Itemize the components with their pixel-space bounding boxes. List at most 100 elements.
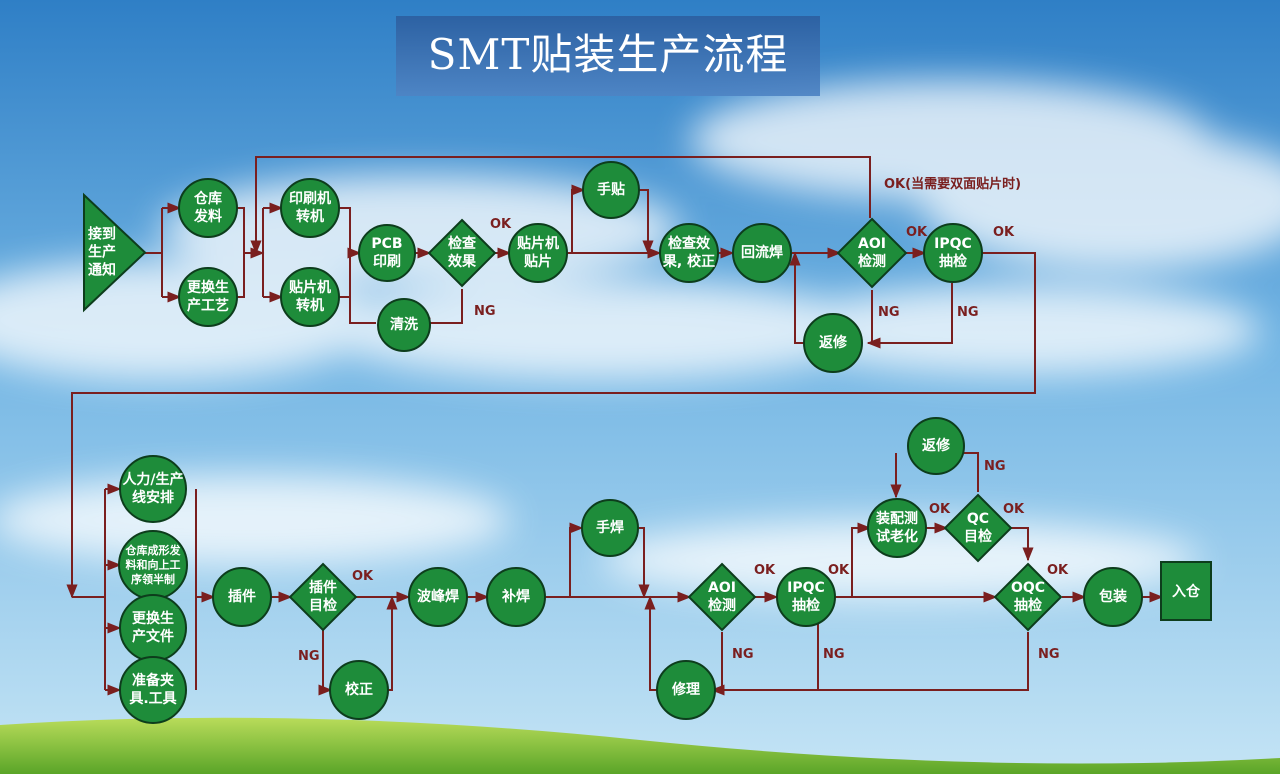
node-touchup: 补焊 bbox=[486, 567, 546, 627]
flow-label-ng-oqc: NG bbox=[1038, 647, 1060, 662]
flow-label-ok-ipqc-2: OK bbox=[828, 563, 850, 578]
node-label: 返修 bbox=[922, 437, 951, 454]
node-label: 贴片机 bbox=[517, 235, 559, 252]
edge-mounter-change-out bbox=[339, 253, 351, 298]
flow-label-ng-ipqc-1: NG bbox=[957, 305, 979, 320]
node-label: 目检 bbox=[964, 528, 992, 545]
edge-correct-return bbox=[386, 595, 398, 691]
node-label: 线安排 bbox=[132, 489, 174, 506]
node-label: 人力/生产 bbox=[122, 471, 183, 488]
node-label: 更换生 bbox=[187, 279, 229, 296]
node-label: OQC bbox=[1011, 580, 1045, 596]
node-hand-solder: 手焊 bbox=[581, 499, 639, 557]
node-label: 插件 bbox=[309, 579, 337, 596]
node-manual-place: 手贴 bbox=[582, 161, 640, 219]
node-label: 具.工具 bbox=[128, 691, 176, 707]
node-label: 包装 bbox=[1099, 588, 1128, 605]
edge-ipqc1-ng bbox=[866, 283, 953, 349]
node-label: IPQC bbox=[934, 236, 972, 252]
edge-hand-solder-up bbox=[569, 522, 584, 597]
node-label: AOI bbox=[858, 236, 886, 252]
edge-double-side-return bbox=[250, 156, 871, 255]
node-label: IPQC bbox=[787, 580, 825, 596]
edge-manual-branch-up bbox=[571, 184, 586, 253]
edge-ipqc1-ok bbox=[66, 252, 1036, 599]
node-label: AOI bbox=[708, 580, 736, 596]
node-label: 贴片 bbox=[524, 253, 552, 270]
edge-to-assembly bbox=[851, 522, 872, 597]
node-insert: 插件 bbox=[212, 567, 272, 627]
node-wave: 波峰焊 bbox=[408, 567, 468, 627]
node-label: 转机 bbox=[296, 297, 324, 314]
flow-label-ng-inspect: NG bbox=[474, 304, 496, 319]
node-label: 目检 bbox=[309, 597, 337, 614]
edge-inspect-ng bbox=[416, 289, 463, 329]
flow-label-ok-ipqc-1: OK bbox=[993, 225, 1015, 240]
node-label: 转机 bbox=[296, 208, 324, 225]
node-label: 接到 bbox=[88, 225, 116, 242]
flow-label-ng-insert-inspect: NG bbox=[298, 649, 320, 664]
edge-repair-return bbox=[644, 595, 658, 691]
flow-label-ok-insert-inspect: OK bbox=[352, 569, 374, 584]
flow-label-ok-qc: OK bbox=[1003, 502, 1025, 517]
node-label: 检测 bbox=[858, 253, 886, 270]
edge-oqc-ng bbox=[722, 632, 1029, 691]
node-label: QC bbox=[967, 511, 989, 527]
connector-lines bbox=[66, 156, 1164, 696]
node-correct: 校正 bbox=[329, 660, 389, 720]
node-label: 仓库 bbox=[193, 190, 222, 207]
node-label: 抽检 bbox=[1014, 597, 1042, 614]
node-repair: 修理 bbox=[656, 660, 716, 720]
node-label: 插件 bbox=[228, 588, 256, 605]
flow-label-ng-qc: NG bbox=[984, 459, 1006, 474]
flow-label-ng-aoi-1: NG bbox=[878, 305, 900, 320]
edge-manual-branch-down bbox=[638, 189, 654, 255]
node-label: 印刷 bbox=[373, 253, 401, 270]
node-label: 返修 bbox=[819, 334, 848, 351]
node-label: 回流焊 bbox=[741, 244, 783, 261]
flow-label-ok-aoi-2: OK bbox=[754, 563, 776, 578]
node-label: 校正 bbox=[345, 681, 373, 698]
node-label: 检测 bbox=[708, 597, 736, 614]
node-label: 果, 校正 bbox=[662, 253, 715, 270]
edge-insert-inspect-ng bbox=[318, 630, 333, 696]
node-reflow: 回流焊 bbox=[732, 223, 792, 283]
page-title: SMT贴装生产流程 bbox=[427, 30, 789, 79]
flow-label-ok-aoi-1: OK bbox=[906, 225, 928, 240]
node-label: 产文件 bbox=[132, 628, 174, 645]
node-label: 检查 bbox=[448, 235, 477, 252]
node-store: 入仓 bbox=[1160, 561, 1212, 621]
edge-change-process-out bbox=[236, 253, 245, 298]
flow-label-ng-aoi-2: NG bbox=[732, 647, 754, 662]
node-rework-2: 返修 bbox=[907, 417, 965, 475]
node-label: PCB bbox=[371, 236, 402, 252]
node-rework-1: 返修 bbox=[803, 313, 863, 373]
flow-label-ok-oqc: OK bbox=[1047, 563, 1069, 578]
edge-clean-return bbox=[349, 253, 376, 324]
flow-label-ok-double-side: OK(当需要双面贴片时) bbox=[884, 176, 1021, 192]
edge-warehouse-out bbox=[236, 207, 245, 253]
flow-label-ok-assembly: OK bbox=[929, 502, 951, 517]
node-label: 通知 bbox=[88, 262, 116, 279]
node-label: 生产 bbox=[88, 244, 116, 261]
node-label: 料和向上工 bbox=[126, 558, 181, 572]
flow-labels: OK(当需要双面贴片时) OK NG OK NG OK NG OK NG OK NG OK NG OK OK… bbox=[298, 176, 1069, 664]
node-clean: 清洗 bbox=[377, 298, 431, 352]
flow-label-ok-inspect: OK bbox=[490, 217, 512, 232]
